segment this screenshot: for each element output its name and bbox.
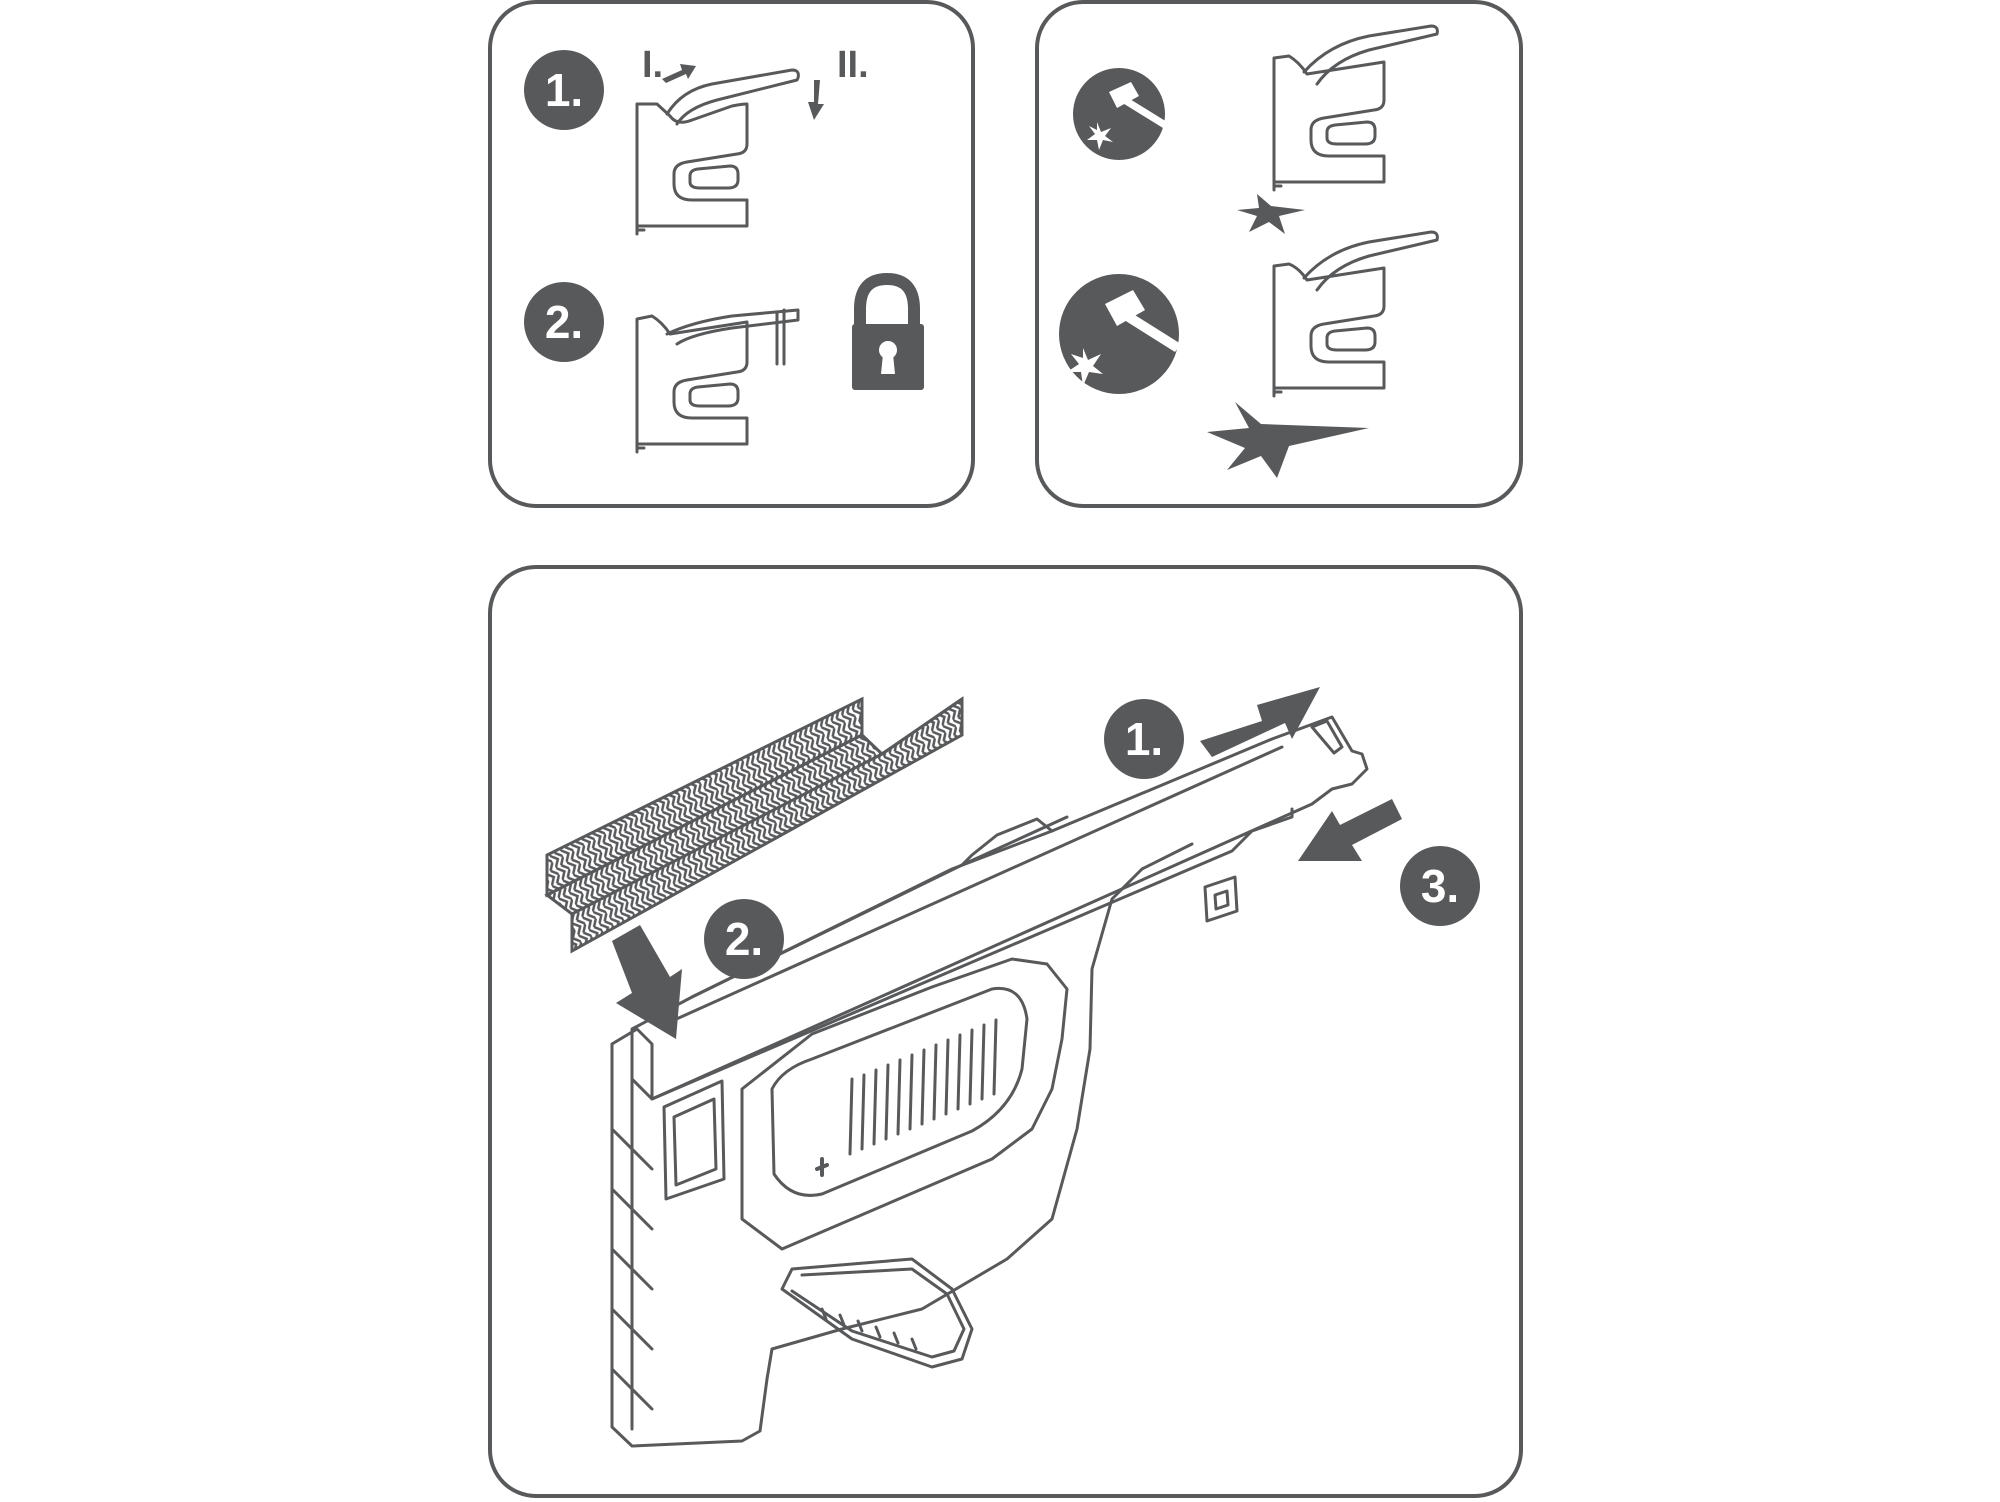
load-step-1-badge: 1. [1104,699,1184,779]
substep-i-label: I. [642,44,664,86]
arrow-up-right-icon [662,64,696,83]
stapler-locked-icon [635,308,800,454]
loading-instructions-panel: 1. 2. 3. [488,565,1523,1498]
lock-instructions-panel: 1. I. II. 2. [488,0,975,508]
large-impact-star-icon [1207,402,1369,478]
stapler-side-icon-1 [1272,24,1439,192]
small-impact-star-icon [1237,194,1305,234]
arrow-right-icon [1200,687,1320,757]
impact-settings-drawing [1059,24,1439,478]
loading-instructions-drawing [544,687,1402,1448]
step-2-label: 2. [544,296,584,348]
step-1-badge: 1. [524,50,604,130]
stapler-body-icon [610,715,1369,1448]
load-step-3-label: 3. [1420,860,1460,912]
impact-settings-panel [1035,0,1523,508]
load-step-2-badge: 2. [704,899,784,979]
stapler-side-icon-2 [1272,230,1439,398]
step-1-label: 1. [544,64,584,116]
stapler-open-icon [635,68,800,236]
load-step-1-label: 1. [1124,713,1164,765]
step-2-badge: 2. [524,282,604,362]
arrow-down-icon [808,80,824,120]
spring-coil [848,1018,998,1156]
hammer-soft-icon [1073,68,1167,160]
load-step-2-label: 2. [724,913,764,965]
staple-strip-icon [544,696,964,954]
arrow-left-icon [1298,799,1402,861]
load-step-3-badge: 3. [1400,846,1480,926]
padlock-icon [852,273,924,390]
hammer-hard-icon [1059,274,1181,394]
lock-instructions-drawing [635,64,924,454]
substep-ii-label: II. [837,44,869,86]
